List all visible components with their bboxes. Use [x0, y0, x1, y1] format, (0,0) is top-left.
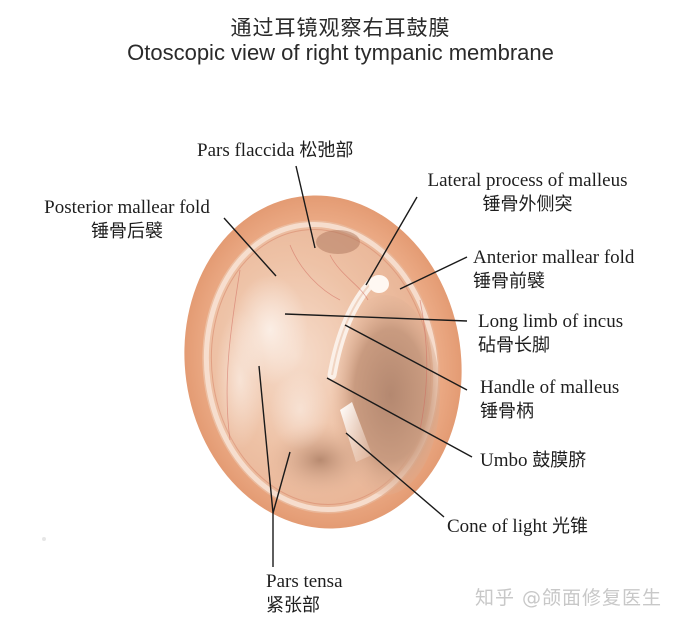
label-handle-malleus: Handle of malleus 锤骨柄: [480, 376, 619, 424]
title-english: Otoscopic view of right tympanic membran…: [127, 40, 554, 65]
label-zh: 锤骨前襞: [473, 271, 545, 292]
leader-umbo: [326, 377, 473, 458]
artifact-speck: [42, 537, 46, 541]
label-en: Handle of malleus: [480, 377, 620, 398]
label-lateral-process-malleus: Lateral process of malleus 锤骨外侧突: [401, 169, 654, 217]
leader-posterior-mallear-fold: [223, 217, 277, 277]
label-zh: 鼓膜脐: [532, 450, 587, 471]
label-en: Posterior mallear fold: [44, 197, 210, 218]
leader-handle-malleus: [344, 324, 468, 391]
label-zh: 光锥: [552, 516, 589, 537]
label-en: Long limb of incus: [478, 311, 624, 332]
label-en: Pars flaccida: [197, 140, 295, 161]
label-zh: 松弛部: [299, 140, 354, 161]
label-pars-tensa: Pars tensa 紧张部: [266, 570, 343, 618]
label-zh: 紧张部: [266, 595, 320, 616]
label-cone-of-light: Cone of light 光锥: [447, 515, 588, 539]
label-en: Anterior mallear fold: [473, 247, 635, 268]
label-en: Lateral process of malleus: [427, 170, 628, 191]
leader-anterior-mallear-fold: [399, 256, 468, 290]
label-zh: 锤骨后襞: [91, 221, 163, 242]
leader-lines: [223, 165, 473, 567]
label-anterior-mallear-fold: Anterior mallear fold 锤骨前襞: [473, 246, 634, 294]
label-en: Umbo: [480, 450, 528, 471]
leader-cone-of-light: [345, 432, 445, 518]
label-umbo: Umbo 鼓膜脐: [480, 449, 586, 473]
leader-pars-flaccida: [295, 165, 316, 249]
label-en: Cone of light: [447, 516, 548, 537]
leader-lateral-process: [365, 196, 418, 286]
label-zh: 砧骨长脚: [478, 335, 550, 356]
label-long-limb-incus: Long limb of incus 砧骨长脚: [478, 310, 623, 358]
label-en: Pars tensa: [266, 571, 343, 592]
watermark: 知乎 @颌面修复医生: [475, 587, 663, 609]
leader-pars-tensa-a: [258, 365, 274, 514]
label-posterior-mallear-fold: Posterior mallear fold 锤骨后襞: [22, 196, 232, 244]
title-chinese: 通过耳镜观察右耳鼓膜: [230, 16, 451, 40]
leader-pars-tensa-b: [272, 451, 291, 514]
leader-long-limb-incus: [284, 313, 468, 322]
label-zh: 锤骨外侧突: [482, 194, 573, 215]
label-pars-flaccida: Pars flaccida 松弛部: [197, 139, 353, 163]
membrane: [202, 220, 440, 514]
label-zh: 锤骨柄: [480, 401, 534, 422]
